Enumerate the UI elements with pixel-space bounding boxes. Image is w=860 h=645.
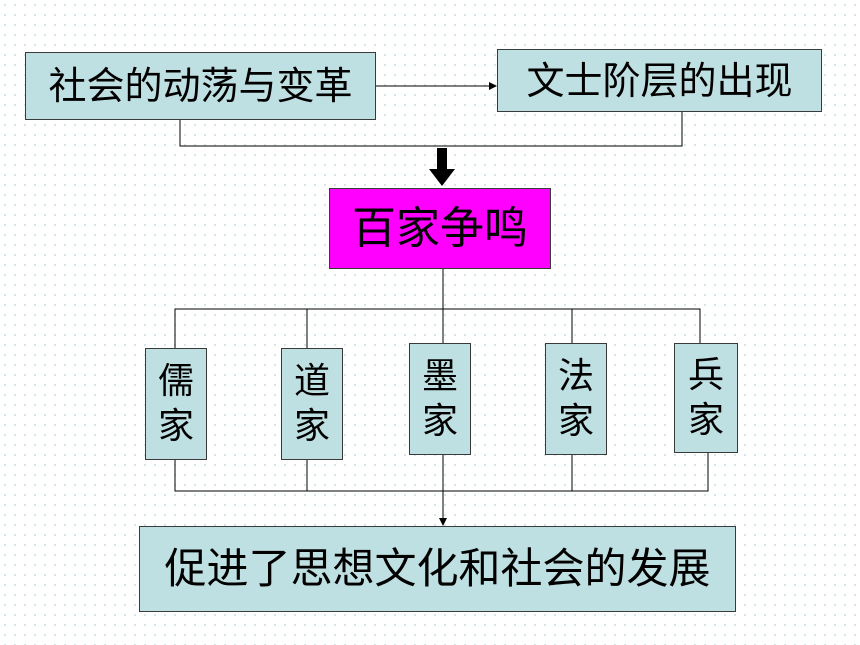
school-box-military: 兵 家	[674, 343, 738, 453]
school-char: 墨	[421, 356, 458, 397]
result-box: 促进了思想文化和社会的发展	[139, 526, 736, 612]
school-box-legalist: 法 家	[545, 343, 607, 455]
lower-branch-line	[174, 453, 709, 492]
school-char: 兵	[687, 355, 724, 396]
school-char: 家	[293, 406, 330, 447]
cause-text: 社会的动荡与变革	[48, 64, 353, 108]
top-bracket-line	[179, 112, 683, 147]
hundred-schools-text: 百家争鸣	[352, 202, 528, 254]
scholar-class-text: 文士阶层的出现	[526, 58, 793, 103]
school-char: 道	[293, 361, 330, 402]
school-char: 家	[687, 400, 724, 441]
school-char: 家	[157, 406, 194, 447]
scholar-class-box: 文士阶层的出现	[497, 49, 822, 112]
school-box-confucian: 儒 家	[145, 348, 207, 460]
school-box-taoist: 道 家	[281, 348, 343, 460]
thick-arrow-head	[429, 169, 455, 186]
school-char: 家	[557, 401, 594, 442]
school-box-mohist: 墨 家	[409, 343, 471, 455]
thick-arrow-shaft	[437, 148, 447, 169]
result-text: 促进了思想文化和社会的发展	[164, 544, 711, 593]
school-char: 法	[557, 356, 594, 397]
cause-box: 社会的动荡与变革	[25, 52, 376, 120]
hundred-schools-box: 百家争鸣	[329, 188, 551, 269]
school-char: 儒	[157, 361, 194, 402]
upper-branch-line	[174, 308, 701, 348]
school-char: 家	[421, 401, 458, 442]
